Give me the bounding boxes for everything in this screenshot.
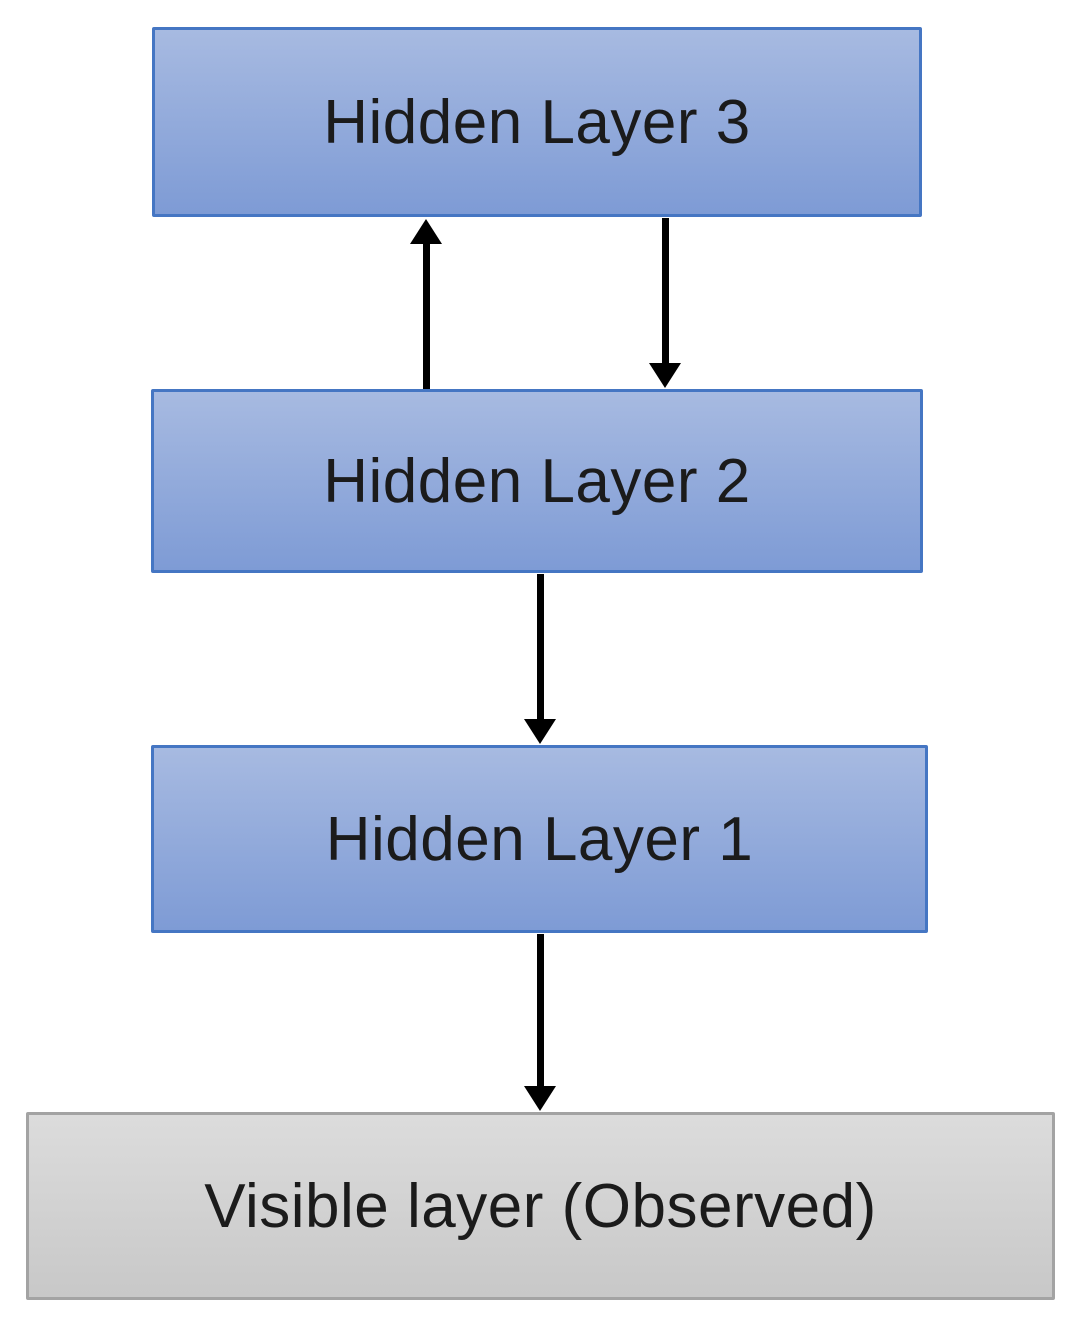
node-hidden-layer-1: Hidden Layer 1 — [151, 745, 928, 933]
node-hidden-layer-2-label: Hidden Layer 2 — [323, 446, 751, 516]
arrow-up-icon — [410, 219, 442, 389]
arrowhead-down-icon — [524, 1086, 556, 1111]
arrow-shaft — [422, 244, 430, 389]
arrowhead-down-icon — [649, 363, 681, 388]
node-visible-layer-label: Visible layer (Observed) — [204, 1171, 877, 1241]
node-hidden-layer-2: Hidden Layer 2 — [151, 389, 923, 573]
arrowhead-down-icon — [524, 719, 556, 744]
node-hidden-layer-3-label: Hidden Layer 3 — [323, 87, 751, 157]
arrow-down-icon — [524, 574, 556, 744]
arrow-shaft — [536, 574, 544, 719]
arrow-shaft — [536, 934, 544, 1086]
node-visible-layer: Visible layer (Observed) — [26, 1112, 1055, 1300]
arrowhead-up-icon — [410, 219, 442, 244]
node-hidden-layer-1-label: Hidden Layer 1 — [325, 804, 754, 874]
arrow-down-icon — [524, 934, 556, 1111]
node-hidden-layer-3: Hidden Layer 3 — [152, 27, 922, 217]
arrow-shaft — [661, 218, 669, 363]
arrow-down-icon — [649, 218, 681, 388]
